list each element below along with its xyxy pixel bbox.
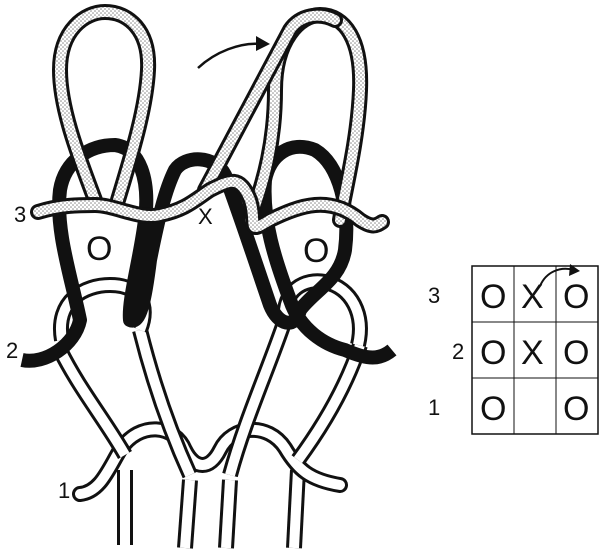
cell-r2-c2: X xyxy=(521,334,544,372)
move-arrow xyxy=(197,36,270,69)
cell-r1-c3: O xyxy=(563,390,589,428)
row-label-1: 1 xyxy=(58,478,70,503)
cell-r2-c1: O xyxy=(480,334,506,372)
cell-r3-c2: X xyxy=(521,278,544,316)
cell-r3-c1: O xyxy=(480,278,506,316)
chart-row-label-3: 3 xyxy=(428,283,440,308)
center-mark: X xyxy=(198,204,213,229)
row-label-3: 3 xyxy=(14,202,26,227)
chart-row-label-1: 1 xyxy=(428,395,440,420)
row-2-strands xyxy=(52,273,368,479)
left-loop-mark: O xyxy=(86,230,112,268)
cell-r2-c3: O xyxy=(563,334,589,372)
cell-r1-c1: O xyxy=(480,390,506,428)
chart-row-label-2: 2 xyxy=(452,339,464,364)
row-label-2: 2 xyxy=(6,338,18,363)
stitch-chart: 3 2 1 O X O O X O O O xyxy=(428,264,599,435)
cell-r3-c3: O xyxy=(563,278,589,316)
chart-arrow-icon xyxy=(539,264,580,287)
right-loop-mark: O xyxy=(303,232,329,270)
row-3-strands xyxy=(30,3,390,236)
